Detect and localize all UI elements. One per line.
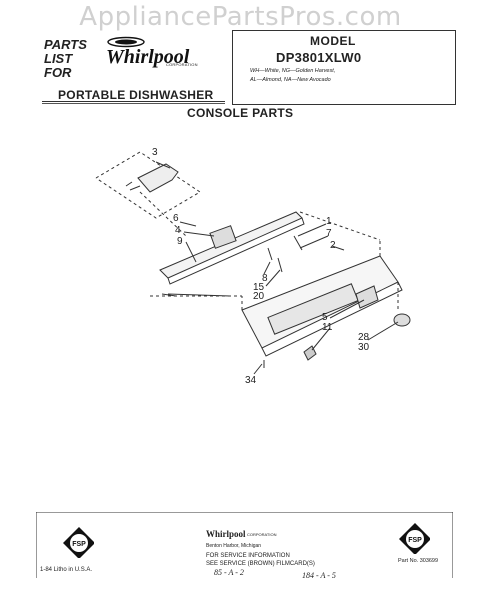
callout-label: 8 [262, 273, 268, 284]
diagram-guide [139, 191, 187, 237]
whirlpool-logo-swirl [107, 36, 145, 48]
part-screw [277, 257, 283, 273]
callout-label: 11 [322, 322, 333, 333]
callout-label: 34 [245, 375, 257, 386]
parts-word: PARTS [44, 37, 87, 52]
part-switch [209, 225, 237, 249]
part-knob [393, 313, 411, 327]
leader-line [329, 299, 365, 319]
leader-line [155, 161, 171, 169]
footer-service-line-1: FOR SERVICE INFORMATION [206, 553, 290, 559]
callout-label: 28 [358, 332, 370, 343]
model-number: DP3801XLW0 [276, 50, 362, 65]
watermark: AppliancePartsPros.com [79, 2, 402, 32]
callout-label: 15 [253, 282, 265, 293]
parts-list-heading: PARTS LIST FOR [44, 38, 87, 80]
footer-corp-name: Whirlpool [206, 529, 246, 539]
for-word: FOR [44, 65, 72, 80]
callout-label: 20 [253, 291, 265, 302]
product-title: PORTABLE DISHWASHER [58, 88, 214, 102]
brand-corporation: CORPORATION [166, 62, 198, 67]
callout-label: 5 [322, 312, 328, 323]
callout-label: 30 [358, 342, 370, 353]
leader-line [253, 363, 263, 375]
part-screw [267, 247, 273, 261]
footer-litho: 1-84 Litho in U.S.A. [40, 567, 93, 573]
diagram-guide [95, 151, 201, 219]
section-title: CONSOLE PARTS [187, 106, 294, 120]
part-console-window [267, 283, 359, 335]
callout-label: 1 [326, 216, 332, 227]
leader-line [311, 327, 331, 351]
leader-line [297, 223, 327, 237]
leader-line [179, 221, 197, 227]
handwritten-code-2: 184 - A - 5 [302, 571, 336, 580]
leader-line [185, 241, 197, 263]
leader-line [367, 321, 399, 341]
part-bracket [137, 163, 179, 193]
footer-address: Benton Harbor, Michigan [206, 543, 262, 549]
callout-label: 4 [175, 225, 181, 236]
part-screw [161, 293, 177, 297]
footer-part-number: Part No. 303699 [398, 558, 439, 564]
callout-label: 3 [152, 147, 158, 158]
part-bracket-detail [125, 181, 141, 191]
color-codes: WH—White, NG—Golden Harvest, AL—Almond, … [250, 67, 335, 85]
footer-corp-sub: CORPORATION [247, 532, 277, 537]
color-code-line: WH—White, NG—Golden Harvest, [250, 68, 336, 74]
footer-service-line-2: SEE SERVICE (BROWN) FILMCARD(S) [206, 561, 315, 567]
leader-line [331, 245, 345, 251]
leader-line [299, 235, 329, 249]
leader-line [167, 293, 231, 297]
part-console-panel-edge [261, 281, 403, 357]
callout-label: 7 [326, 228, 332, 239]
callout-label: 9 [177, 236, 183, 247]
callout-label: 6 [173, 213, 179, 224]
fsp-seal-left: FSP [63, 527, 94, 558]
leader-line [263, 261, 271, 275]
callout-label: 2 [330, 240, 336, 251]
leader-line [265, 269, 281, 287]
diagram-guide [299, 211, 381, 241]
product-underline-2 [42, 103, 225, 104]
fsp-text: FSP [408, 537, 422, 544]
product-underline [42, 101, 225, 102]
part-top-rail-edge [167, 217, 305, 285]
handwritten-code-1: 85 - A - 2 [214, 568, 244, 577]
fsp-text: FSP [72, 541, 86, 548]
model-label: MODEL [310, 34, 356, 48]
list-word: LIST [44, 51, 73, 66]
color-code-line: AL—Almond, NA—New Avocado [250, 77, 331, 83]
leader-line [183, 231, 215, 237]
fsp-seal-right: FSP [399, 523, 430, 554]
model-box [232, 30, 456, 105]
brand-logo: Whirlpool [106, 46, 190, 68]
